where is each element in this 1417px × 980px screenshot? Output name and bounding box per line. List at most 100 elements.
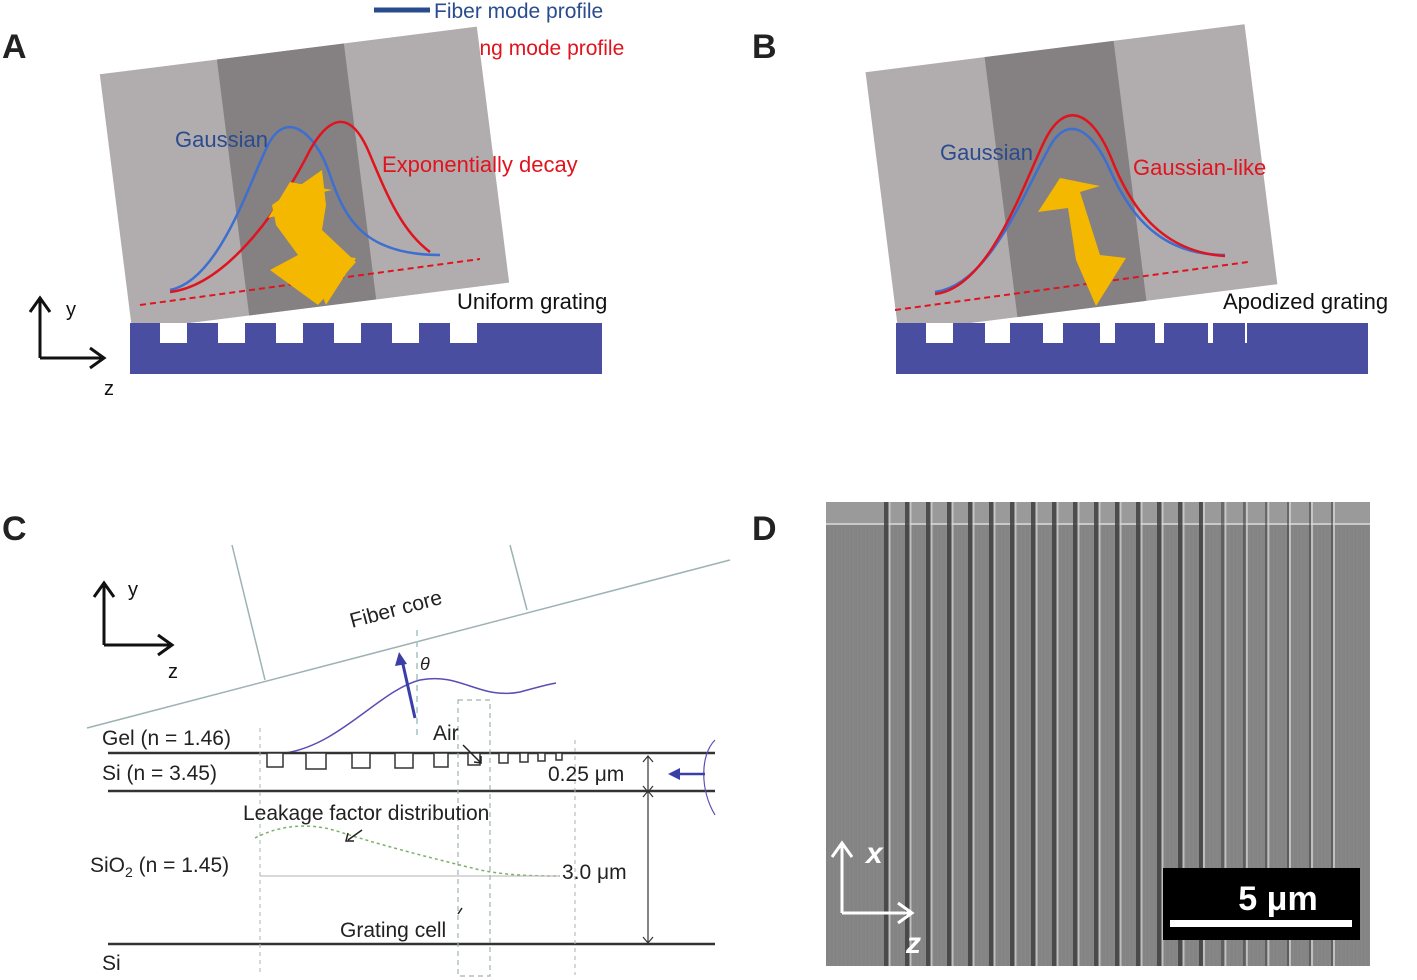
sem-stripe <box>1178 502 1183 966</box>
fiber-mode-curve-c <box>284 677 557 754</box>
decay-label-a: Exponentially decay <box>382 152 578 177</box>
scale-bar-label: 5 μm <box>1238 880 1317 918</box>
axis-x-label-d: x <box>864 837 884 870</box>
sem-stripe-edge <box>1202 502 1205 966</box>
sem-stripe-edge <box>1245 502 1248 966</box>
fiber-outline-c <box>86 544 731 729</box>
grating-cell-box <box>457 699 491 977</box>
sem-stripe <box>1052 502 1057 966</box>
sem-stripe <box>1221 502 1225 966</box>
sem-stripe-edge <box>1014 502 1017 966</box>
sem-stripe <box>1331 502 1333 966</box>
gaussian-like-label-b: Gaussian-like <box>1133 155 1266 180</box>
coupling-arrow-b <box>1038 178 1126 306</box>
panel-d: D 5 μm x z <box>752 502 1370 966</box>
panel-c: C Fiber core θ <box>2 510 731 977</box>
sem-stripe <box>1287 502 1289 966</box>
sem-stripe-edge <box>930 502 933 966</box>
tilt-arrow <box>400 659 417 719</box>
axis-z-label-a: z <box>104 378 114 400</box>
scale-bar-box <box>1163 868 1360 940</box>
decay-curve-a <box>169 120 431 294</box>
sem-stripe <box>1136 502 1141 966</box>
panel-c-letter: C <box>2 510 27 548</box>
sem-stripe <box>947 502 952 966</box>
grating-cell-label: Grating cell <box>340 919 446 942</box>
uniform-grating <box>130 323 602 374</box>
sem-stripe <box>905 502 910 966</box>
sem-stripe <box>1265 502 1268 966</box>
sem-stripe-edge <box>1333 502 1335 966</box>
apodized-grating-label: Apodized grating <box>1223 289 1388 314</box>
panel-a-letter: A <box>2 28 27 66</box>
sem-stripe-edge <box>1098 502 1101 966</box>
sem-stripe-edge <box>1311 502 1313 966</box>
sem-stripe <box>1157 502 1162 966</box>
axes-c <box>92 580 175 657</box>
gaussian-curve-b <box>934 127 1226 294</box>
theta-label: θ <box>420 654 430 674</box>
sem-stripe-edge <box>909 502 912 966</box>
sem-stripe-edge <box>888 502 891 966</box>
sem-stripe-edge <box>1182 502 1185 966</box>
scale-bar-line <box>1170 920 1352 927</box>
sem-stripe <box>926 502 931 966</box>
apodized-grating <box>896 323 1368 374</box>
thickness-markers <box>640 752 656 945</box>
leakage-curve <box>254 825 561 877</box>
air-label: Air <box>433 722 459 745</box>
sem-stripe-edge <box>993 502 996 966</box>
sem-stripe <box>989 502 994 966</box>
sem-stripe-edge <box>972 502 975 966</box>
legend: Fiber mode profile Grating mode profile <box>374 0 624 60</box>
sem-stripe <box>1309 502 1311 966</box>
sem-stripe-edge <box>1035 502 1038 966</box>
sem-stripe <box>1115 502 1120 966</box>
fiber-core-label: Fiber core <box>347 586 444 633</box>
gaussian-curve-a <box>169 125 441 292</box>
sio2-label: SiO2 (n = 1.45) <box>90 854 229 880</box>
sem-stripe-edge <box>1267 502 1270 966</box>
axis-y-label-a: y <box>66 299 76 321</box>
sem-stripe <box>968 502 973 966</box>
axis-z-label-d: z <box>905 927 921 960</box>
grating-teeth-c <box>266 752 563 770</box>
panel-d-letter: D <box>752 510 777 548</box>
sem-stripe <box>1031 502 1036 966</box>
gaussian-like-curve-b <box>934 114 1226 296</box>
panel-b: B Gaussian Gaussian-like Apodized gratin… <box>752 24 1388 374</box>
fiber-block-b <box>865 24 1278 333</box>
si-bottom-label: Si <box>102 952 121 975</box>
sem-stripe <box>1010 502 1015 966</box>
gaussian-label-a: Gaussian <box>175 127 268 152</box>
sem-stripe-edge <box>951 502 954 966</box>
sem-stripe <box>884 502 889 966</box>
sem-stripe <box>1094 502 1099 966</box>
leakage-label: Leakage factor distribution <box>243 802 489 825</box>
axes-a <box>28 295 107 370</box>
sem-stripe-edge <box>1224 502 1227 966</box>
gaussian-label-b: Gaussian <box>940 140 1033 165</box>
box-thickness-label: 3.0 μm <box>562 861 627 884</box>
sem-stripe <box>1243 502 1246 966</box>
sem-stripe-edge <box>1140 502 1143 966</box>
uniform-grating-label: Uniform grating <box>457 289 607 314</box>
sem-stripe-edge <box>1289 502 1291 966</box>
sem-grating-lines <box>884 502 1335 966</box>
axes-d <box>830 840 915 925</box>
sem-stripe <box>1199 502 1203 966</box>
sem-stripe-edge <box>1161 502 1164 966</box>
panel-b-letter: B <box>752 28 777 66</box>
legend-grating-label: Grating mode profile <box>434 37 624 60</box>
sem-stripe-edge <box>1119 502 1122 966</box>
sem-stripe <box>1073 502 1078 966</box>
si-thickness-label: 0.25 μm <box>548 763 624 786</box>
gel-label: Gel (n = 1.46) <box>102 727 231 750</box>
sem-stripe-edge <box>1056 502 1059 966</box>
panel-a: A Fiber mode profile Grating mode profil… <box>2 0 624 400</box>
si-top-label: Si (n = 3.45) <box>102 762 217 785</box>
legend-fiber-label: Fiber mode profile <box>434 0 603 23</box>
sem-stripe-edge <box>1077 502 1080 966</box>
axis-y-label-c: y <box>128 579 138 601</box>
